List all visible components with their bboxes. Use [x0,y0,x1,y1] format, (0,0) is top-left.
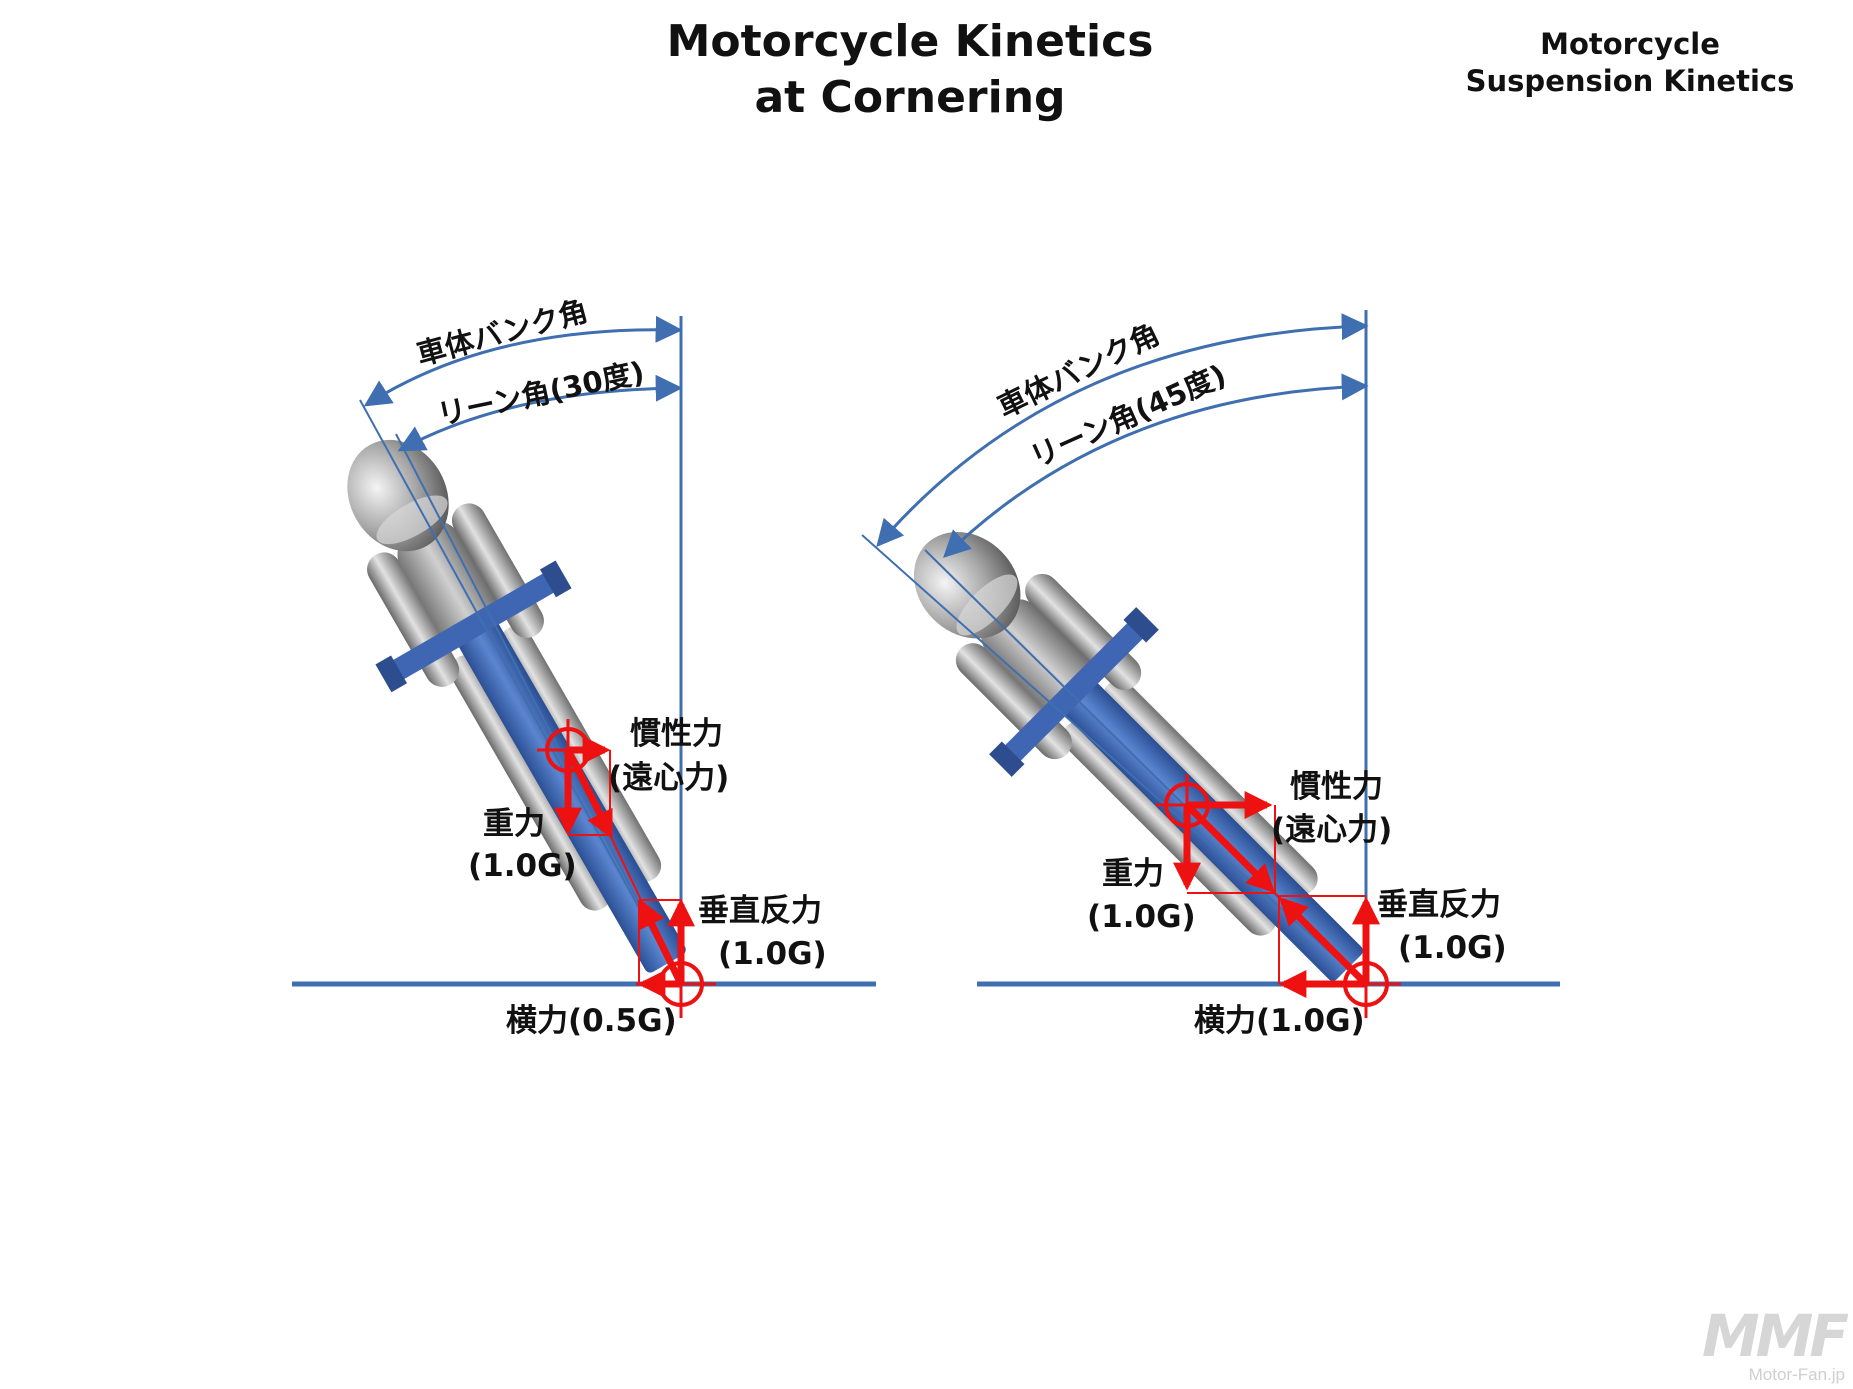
normal-force-label: 垂直反力 [698,893,822,929]
bank-angle-label: 車体バンク角 [413,294,591,372]
motorcycle-figure [347,439,686,973]
gravity-label: 重力 [483,806,545,842]
handlebar [998,616,1150,768]
gravity-value: (1.0G) [468,848,577,884]
inertia-label: 慣性力 [630,716,723,752]
page-title: Motorcycle Kinetics at Cornering [560,14,1260,126]
bar-end-right [539,560,572,598]
force-vectors [1156,774,1401,1018]
lean-angle-label: リーン角(30度) [434,355,647,432]
inertia-sublabel: (遠心力) [608,760,729,796]
subtitle-line-1: Motorcycle [1540,27,1720,61]
resultant-arrow-upper [1184,802,1275,893]
resultant-arrow-upper [564,748,614,840]
gravity-label: 重力 [1102,856,1164,892]
resultant-arrow-lower [638,898,685,986]
bar-end-left [375,655,408,693]
inertia-label: 慣性力 [1290,769,1383,805]
lean-angle-arc [943,373,1369,558]
lean-angle-arc [397,374,683,452]
title-line-2: at Cornering [754,72,1066,123]
gravity-value: (1.0G) [1087,899,1196,935]
force-vectors [537,719,716,1018]
handlebar [384,569,563,684]
normal-force-label: 垂直反力 [1377,887,1501,923]
right-diagram: 車体バンク角 リーン角(45度) 慣 [861,310,1560,1039]
left-diagram: 車体バンク角 リーン角(30度) [292,294,876,1039]
title-line-1: Motorcycle Kinetics [666,16,1154,67]
normal-force-value: (1.0G) [1398,930,1507,966]
lean-axis-line [395,433,682,985]
inertia-sublabel: (遠心力) [1271,812,1392,848]
bar-end-right [1123,607,1159,643]
rear-tire [449,655,611,911]
front-tire [1103,680,1318,895]
lateral-force-label: 横力(0.5G) [506,1003,677,1039]
subtitle-line-2: Suspension Kinetics [1465,64,1795,98]
lateral-force-label: 横力(1.0G) [1194,1003,1365,1039]
front-tire [500,626,662,882]
helmet-visor [956,574,1018,636]
rider-torso [397,521,499,643]
bank-axis-line [359,399,682,985]
watermark-logo: MMF [1701,1302,1849,1370]
series-title: Motorcycle Suspension Kinetics [1420,26,1840,100]
helmet-visor [376,495,448,545]
bar-end-left [989,741,1025,777]
resultant-arrow-lower [1279,897,1369,987]
motor-fan-watermark: MMF Motor-Fan.jp [1701,1302,1849,1385]
rear-tire [1062,721,1277,936]
normal-force-value: (1.0G) [718,936,827,972]
watermark-site: Motor-Fan.jp [1748,1365,1845,1384]
